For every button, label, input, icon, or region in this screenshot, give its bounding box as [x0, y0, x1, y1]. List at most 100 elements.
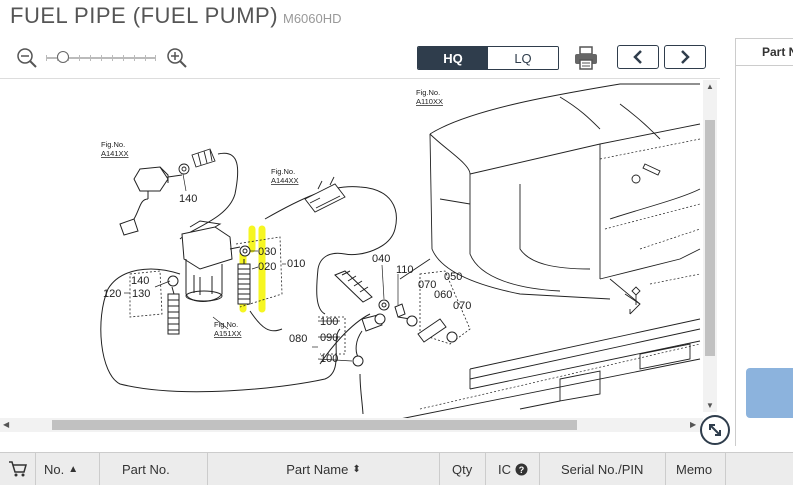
- page-title: FUEL PIPE (FUEL PUMP): [10, 3, 279, 28]
- slider-tick: [112, 55, 113, 61]
- figure-references: Fig.No. A141XX Fig.No. A144XX Fig.No. A1…: [101, 88, 443, 338]
- callout: 120: [103, 288, 121, 300]
- scroll-up-icon[interactable]: ▲: [706, 82, 714, 91]
- group-brackets: [129, 236, 346, 355]
- slider-tick: [79, 55, 80, 61]
- callout: 060: [434, 289, 452, 301]
- parts-table-header: No. ▲ Part No. Part Name ⬍ Qty IC ? Seri…: [0, 452, 793, 485]
- question-icon[interactable]: ?: [515, 463, 528, 476]
- sort-asc-icon: ▲: [68, 463, 79, 475]
- callout: 040: [372, 253, 390, 265]
- callout: 140: [131, 275, 149, 287]
- model-number: M6060HD: [283, 11, 342, 26]
- column-no-label: No.: [44, 461, 65, 477]
- zoom-out-icon[interactable]: [16, 47, 38, 69]
- fuel-filter: [181, 220, 241, 302]
- previous-figure-button[interactable]: [617, 45, 659, 69]
- side-panel-header-label: Part N: [762, 45, 793, 59]
- slider-tick: [90, 55, 91, 61]
- fuel-pump: [119, 166, 183, 236]
- column-memo-label: Memo: [676, 461, 713, 477]
- callout: 030: [258, 246, 276, 258]
- zoom-slider[interactable]: [46, 51, 156, 63]
- fig-ref-label: Fig.No.: [101, 140, 125, 149]
- scroll-right-icon[interactable]: ▶: [690, 420, 697, 429]
- callout: 100: [320, 316, 338, 328]
- title-bar: FUEL PIPE (FUEL PUMP) M6060HD: [0, 0, 793, 36]
- callout: 080: [289, 333, 307, 345]
- sort-both-icon: ⬍: [352, 463, 361, 475]
- expand-arrows-icon: [709, 424, 721, 436]
- chevron-right-icon: [681, 50, 690, 64]
- column-ic[interactable]: IC ?: [486, 453, 540, 485]
- next-figure-button[interactable]: [664, 45, 706, 69]
- diagram-viewer[interactable]: Fig.No. A141XX Fig.No. A144XX Fig.No. A1…: [0, 78, 720, 434]
- column-serial-label: Serial No./PIN: [561, 461, 644, 477]
- slider-tick: [145, 55, 146, 61]
- column-ic-label: IC: [498, 461, 511, 477]
- fuel-sensor: [304, 176, 346, 213]
- cart-icon: [9, 461, 27, 477]
- callout: 140: [179, 193, 197, 205]
- chevron-left-icon: [633, 50, 642, 64]
- column-serial[interactable]: Serial No./PIN: [540, 453, 666, 485]
- fig-ref-number: A151XX: [214, 329, 242, 338]
- fig-ref-number: A144XX: [271, 176, 299, 185]
- horizontal-scrollbar[interactable]: ◀ ▶: [0, 418, 703, 432]
- column-qty[interactable]: Qty: [440, 453, 486, 485]
- fig-ref-number: A110XX: [416, 97, 443, 106]
- callout: 100: [320, 353, 338, 365]
- vertical-scrollbar[interactable]: ▲ ▼: [703, 80, 717, 412]
- callout: 010: [287, 258, 305, 270]
- fig-ref-label: Fig.No.: [271, 167, 295, 176]
- joint-110: [394, 303, 411, 320]
- column-part-no[interactable]: Part No.: [100, 453, 208, 485]
- slider-tick: [123, 55, 124, 61]
- leader-lines: [124, 173, 399, 362]
- zoom-in-icon[interactable]: [166, 47, 188, 69]
- scroll-left-icon[interactable]: ◀: [3, 420, 10, 429]
- lq-button[interactable]: LQ: [488, 47, 558, 69]
- column-part-name[interactable]: Part Name ⬍: [208, 453, 440, 485]
- slider-tick: [101, 55, 102, 61]
- callouts: 140 030 020 010 040 110 050 070 060 070 …: [103, 193, 471, 365]
- parts-side-panel: Part N: [735, 38, 793, 446]
- printer-icon[interactable]: [573, 45, 599, 71]
- tractor-outline: [399, 83, 701, 420]
- callout: 110: [396, 264, 414, 276]
- hq-button[interactable]: HQ: [418, 47, 488, 69]
- vertical-scroll-thumb[interactable]: [705, 120, 715, 356]
- zoom-slider-thumb[interactable]: [56, 51, 69, 63]
- selected-hose: [237, 245, 251, 305]
- column-part-no-label: Part No.: [122, 461, 170, 477]
- callout: 050: [444, 271, 462, 283]
- hose-040: [334, 270, 390, 311]
- slider-tick: [134, 55, 135, 61]
- side-panel-button[interactable]: [746, 368, 793, 418]
- side-panel-header: Part N: [736, 38, 793, 66]
- column-memo[interactable]: Memo: [666, 453, 726, 485]
- svg-text:?: ?: [519, 465, 525, 475]
- callout: 020: [258, 261, 276, 273]
- hose-130: [167, 275, 180, 335]
- column-qty-label: Qty: [452, 461, 473, 477]
- column-no[interactable]: No. ▲: [36, 453, 100, 485]
- expand-button[interactable]: [700, 415, 730, 445]
- cart-column[interactable]: [0, 453, 36, 485]
- callout: 130: [132, 288, 150, 300]
- pipe-060: [406, 315, 458, 343]
- column-part-name-label: Part Name: [286, 461, 349, 477]
- elbow-090: [352, 313, 386, 367]
- top-hose: [178, 148, 216, 175]
- fig-ref-number: A141XX: [101, 149, 129, 158]
- scroll-down-icon[interactable]: ▼: [706, 401, 714, 410]
- fig-ref-label: Fig.No.: [214, 320, 238, 329]
- tractor-dashed: [419, 138, 701, 410]
- tractor-parts: [631, 163, 661, 305]
- slider-tick: [68, 55, 69, 61]
- callout: 090: [320, 332, 338, 344]
- horizontal-scroll-thumb[interactable]: [52, 420, 577, 430]
- parts-diagram: Fig.No. A141XX Fig.No. A144XX Fig.No. A1…: [100, 83, 701, 420]
- diagram-toolbar: HQ LQ: [0, 38, 725, 78]
- callout: 070: [453, 300, 471, 312]
